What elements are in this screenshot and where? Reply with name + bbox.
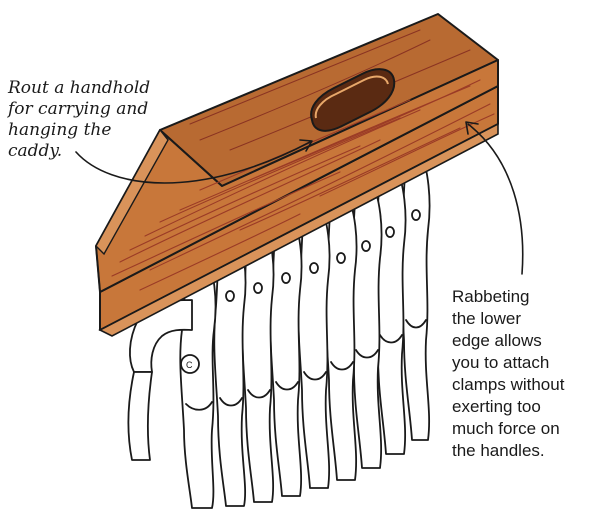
spring-clamp [269,209,303,497]
rabbet-leader-line [467,123,524,275]
rabbet-callout-text: Rabbeting the lower edge allows you to a… [452,287,565,460]
spring-clamp [297,199,331,489]
spring-clamp [349,177,383,469]
spring-clamp [399,149,431,441]
caddy-board [95,13,499,337]
handhold-arrowhead [299,139,313,152]
spring-clamps-group: C [127,149,431,509]
handhold-leader-line [75,141,311,184]
rabbet-arrowhead [465,121,479,135]
spring-clamp [324,189,358,481]
handhold-callout-text: Rout a handhold for carrying and hanging… [8,78,151,161]
spring-clamp [213,225,247,507]
leader-arrows [75,121,524,275]
handhold-slot [310,68,396,132]
svg-text:C: C [186,360,193,370]
